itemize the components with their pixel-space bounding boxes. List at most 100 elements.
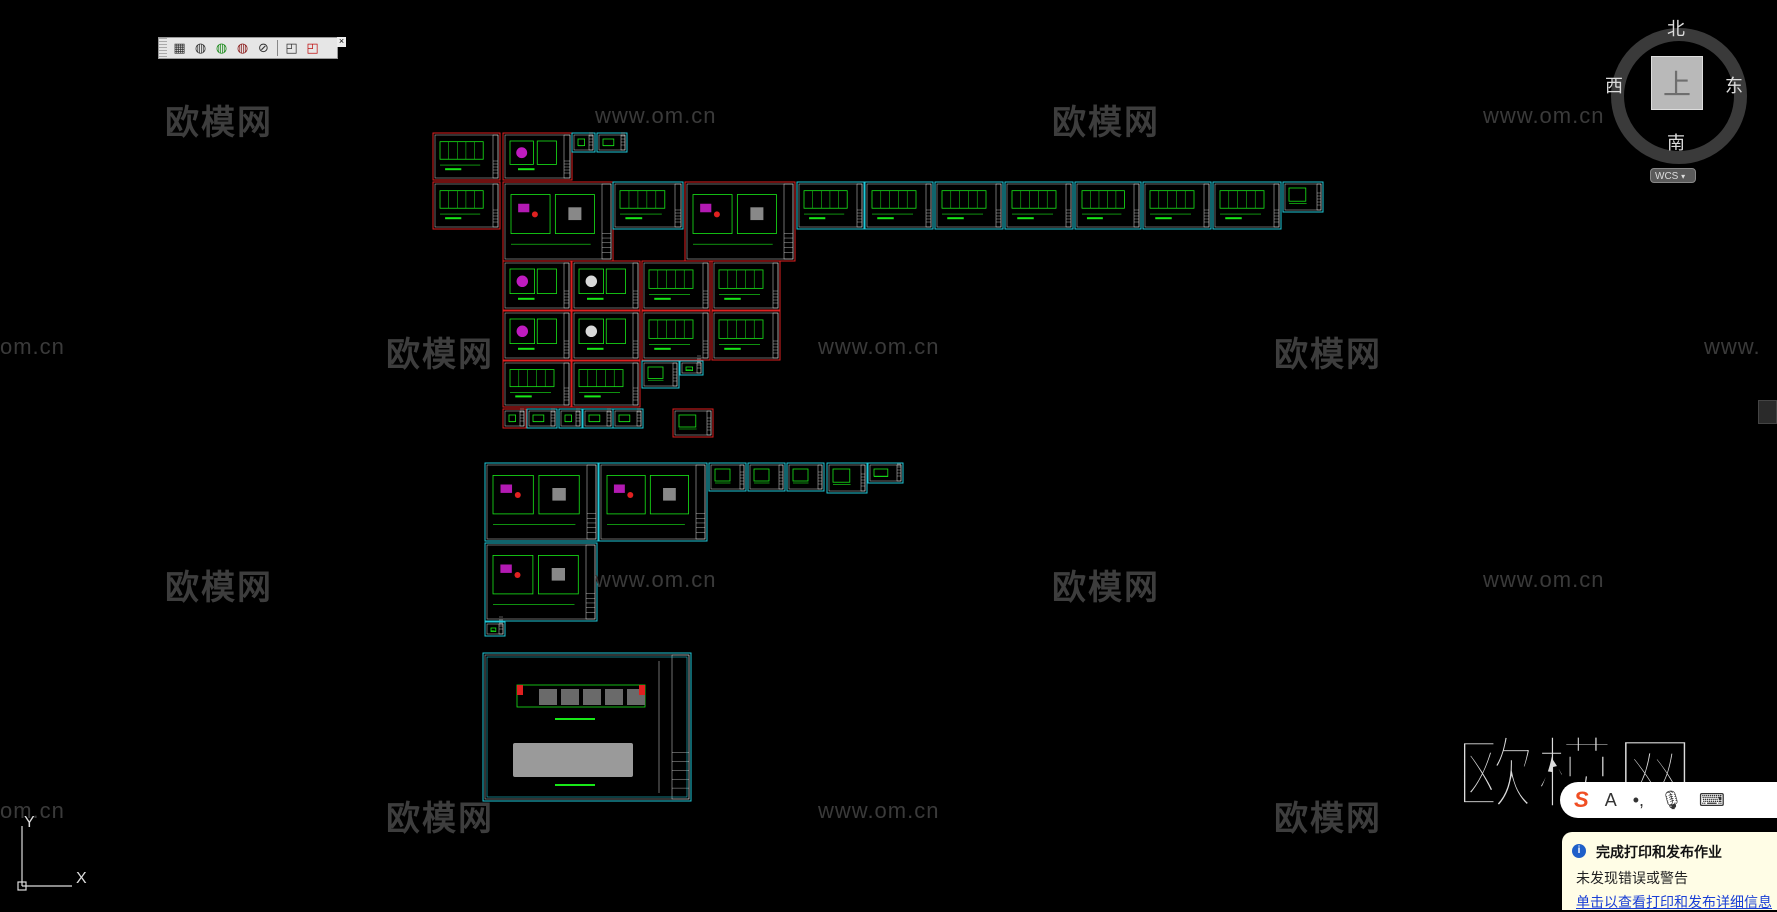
plan-highlight	[518, 203, 530, 213]
drawing-sheet[interactable]	[711, 260, 781, 311]
drawing-sheet[interactable]	[747, 462, 786, 492]
scrollbar-thumb[interactable]	[1758, 400, 1777, 424]
ime-punctuation-icon[interactable]: •,	[1632, 789, 1645, 810]
drawing-sheet[interactable]	[482, 652, 692, 802]
drawing-sheet[interactable]	[864, 181, 934, 230]
edit-view-icon[interactable]: ◍	[236, 40, 249, 55]
elevation-drawing	[439, 190, 484, 209]
drawing-sheet[interactable]	[432, 132, 501, 181]
drawing-sheet[interactable]	[484, 462, 599, 542]
plot-publish-notification[interactable]: i 完成打印和发布作业 未发现错误或警告 单击以查看打印和发布详细信息	[1562, 832, 1777, 910]
no-view-icon[interactable]: ⊘	[258, 40, 269, 55]
drawing-sheet[interactable]	[571, 360, 641, 408]
drawing-sheet[interactable]	[1004, 181, 1074, 230]
drawing-sheet[interactable]	[1074, 181, 1142, 230]
drawing-sheet[interactable]	[612, 408, 644, 429]
new-view-icon[interactable]: ◍	[215, 40, 228, 55]
toolbar-close-icon[interactable]: ×	[337, 36, 346, 47]
sheet-title-block	[606, 410, 612, 427]
elevation-drawing	[648, 269, 694, 289]
elevation-drawing	[1081, 190, 1125, 209]
drawing-sheet[interactable]	[502, 181, 614, 262]
plan-hatch	[568, 207, 582, 221]
compass-south[interactable]: 南	[1667, 133, 1685, 153]
drawing-caption	[555, 718, 595, 720]
drawing-sheet[interactable]	[484, 621, 506, 637]
drawing-sheet[interactable]	[484, 542, 598, 622]
drawing-sheet[interactable]	[1142, 181, 1212, 230]
drawing-sheet[interactable]	[826, 462, 868, 494]
drawing-sheet[interactable]	[596, 132, 628, 153]
sheet-title-block	[492, 183, 499, 228]
drawing-sheet[interactable]	[708, 462, 747, 492]
floor-plan	[510, 194, 551, 234]
floor-plan	[736, 194, 777, 234]
floor-plan	[538, 555, 579, 595]
drawing-caption	[625, 217, 643, 220]
watermark-url: www.om.cn	[595, 103, 717, 128]
watermark-url: www.om.cn	[1483, 103, 1605, 128]
viewcube-top-face[interactable]: 上	[1651, 56, 1703, 110]
ime-keyboard-icon[interactable]: ⌨	[1698, 789, 1725, 810]
watermark-brand: 欧模网	[1274, 336, 1382, 374]
sheet-title-block	[632, 262, 639, 309]
named-views-icon[interactable]: ▦	[173, 40, 186, 55]
view-globe-icon[interactable]: ◍	[194, 40, 207, 55]
plan-detail	[578, 318, 605, 345]
cube-view-icon[interactable]: ◰	[285, 40, 298, 55]
compass-west[interactable]: 西	[1605, 76, 1623, 96]
drawing-sheet[interactable]	[684, 181, 796, 262]
drawing-sheet[interactable]	[796, 181, 865, 230]
sheet-title-block	[585, 544, 596, 620]
drawing-sheet[interactable]	[641, 260, 711, 311]
drawing-sheet[interactable]	[711, 310, 781, 361]
sheet-title-block	[632, 312, 639, 359]
sheet-title-block	[492, 134, 499, 179]
viewcube[interactable]: 上 北 南 西 东 WCS ▾	[1605, 15, 1747, 185]
drawing-sheet[interactable]	[934, 181, 1004, 230]
drawing-sheet[interactable]	[526, 408, 558, 429]
drawing-sheet[interactable]	[1212, 181, 1282, 230]
view-toolbar[interactable]: ▦ ◍ ◍ ◍ ⊘ ◰ ◰ ×	[158, 37, 346, 59]
toolbar-separator	[277, 40, 278, 56]
delete-view-icon[interactable]: ◰	[306, 40, 319, 55]
plan-detail-fill	[585, 325, 598, 338]
ucs-y-label: Y	[24, 814, 35, 831]
ime-microphone-icon[interactable]: 🎙	[1660, 789, 1683, 810]
elevation-drawing	[1011, 190, 1057, 209]
watermark-brand: 欧模网	[1052, 104, 1160, 142]
wcs-menu-button[interactable]: WCS ▾	[1650, 168, 1696, 183]
drawing-sheet[interactable]	[641, 360, 680, 389]
ime-toolbar[interactable]: S A •, 🎙 ⌨	[1560, 782, 1777, 818]
floor-plan	[492, 474, 534, 515]
elevation-marker	[517, 685, 523, 695]
drawing-sheet[interactable]	[867, 462, 904, 484]
toolbar-grip[interactable]	[159, 38, 167, 58]
drawing-sheet[interactable]	[672, 408, 714, 438]
notification-details-link[interactable]: 单击以查看打印和发布详细信息	[1576, 894, 1772, 910]
drawing-sheet[interactable]	[502, 360, 572, 408]
compass-north[interactable]: 北	[1667, 19, 1685, 39]
plan-detail	[509, 318, 536, 345]
plan-detail-fill	[516, 275, 529, 288]
plan-hatch	[551, 568, 565, 581]
drawing-sheet[interactable]	[1282, 181, 1324, 213]
detail-drawing	[792, 468, 809, 482]
elevation-drawing	[1149, 190, 1195, 209]
drawing-sheet[interactable]	[598, 462, 708, 542]
ime-logo-icon[interactable]: S	[1574, 787, 1589, 812]
drawing-sheet[interactable]	[641, 310, 711, 361]
ime-font-icon[interactable]: A	[1604, 789, 1617, 810]
sheet-title-block	[778, 464, 784, 490]
sheet-title-block	[563, 262, 570, 309]
compass-east[interactable]: 东	[1725, 76, 1743, 96]
drawing-sheet[interactable]	[786, 462, 825, 492]
drawing-sheet[interactable]	[432, 181, 501, 230]
detail-drawing	[753, 468, 770, 482]
section-detail	[536, 268, 557, 295]
sheet-title-block	[1316, 183, 1322, 211]
drawing-caption	[584, 395, 601, 398]
plan-detail-fill	[516, 147, 528, 159]
drawing-sheet[interactable]	[612, 181, 684, 230]
